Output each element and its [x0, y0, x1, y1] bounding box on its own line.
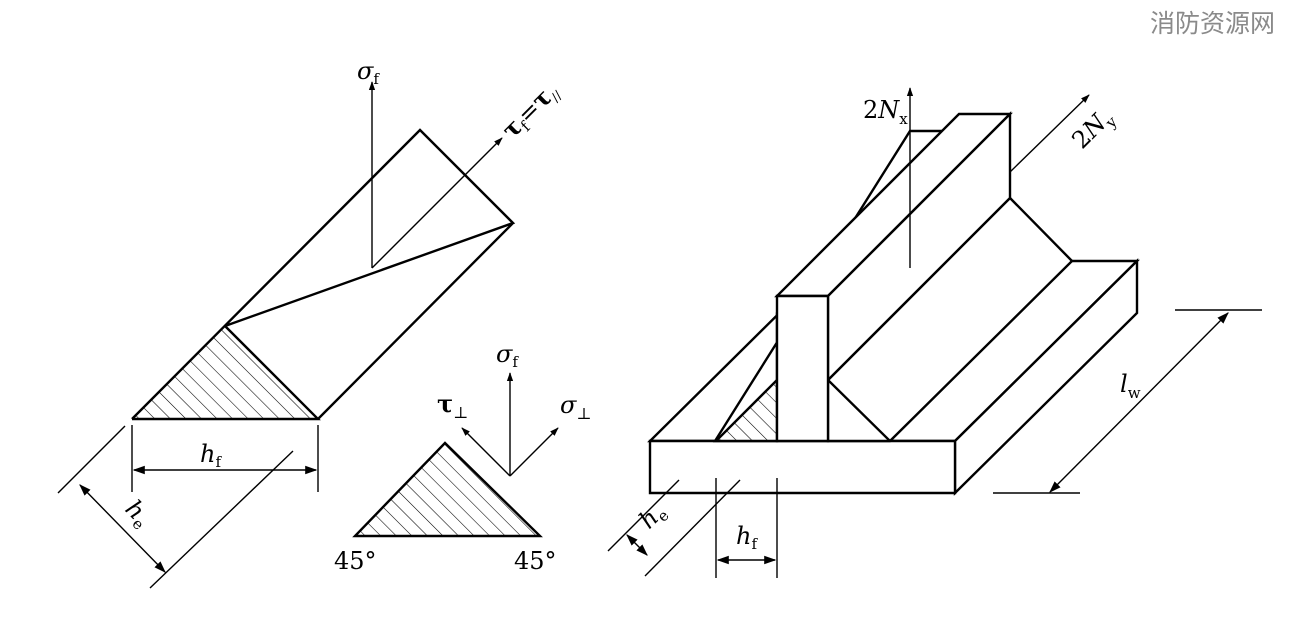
he-dim-line-right	[626, 534, 648, 556]
triangle-outline	[352, 441, 543, 538]
base-plate-front	[648, 439, 957, 495]
triangle-hatch	[355, 443, 540, 536]
svg-text:he: he	[633, 497, 672, 536]
tau-f-arrow	[371, 137, 503, 269]
ny-label: 2Ny	[1066, 102, 1121, 157]
angle-label-right: 45°	[514, 547, 557, 575]
watermark-text: 消防资源网	[1150, 9, 1275, 38]
hatched-weld-area	[132, 326, 318, 419]
lw-dim-line	[1049, 312, 1229, 493]
hf-label-left: hf	[200, 440, 222, 471]
ny-arrow	[1009, 94, 1090, 173]
lw-label: lw	[1120, 370, 1141, 402]
hf-label-right: hf	[736, 522, 758, 553]
he-dimension-left	[57, 425, 294, 589]
sigma-perp-arrow	[509, 427, 559, 477]
hf-dimension-right	[715, 478, 778, 578]
tau-f-parallel-label: τf=τ//	[496, 76, 566, 146]
weld-prism-outline	[131, 128, 516, 421]
he-dim-line	[79, 484, 166, 573]
sigma-f-label: σf	[357, 57, 380, 88]
web-plate-front	[775, 294, 830, 443]
stress-axes-left	[368, 81, 503, 269]
he-label-left: he	[118, 494, 157, 533]
tau-perp-arrow	[461, 427, 511, 477]
he-label-right: he	[633, 497, 672, 536]
svg-text:he: he	[118, 494, 157, 533]
t-joint-drawing	[647, 111, 1140, 496]
he-dimension-right	[607, 479, 741, 577]
sigma-perp-label: σ⊥	[560, 391, 591, 423]
hf-dimension-left	[131, 425, 319, 492]
stress-triangle	[352, 372, 559, 538]
lw-dimension	[993, 309, 1262, 494]
angle-label-left: 45°	[334, 547, 377, 575]
tau-perp-label: τ⊥	[437, 389, 468, 422]
sigma-f-label-mid: σf	[496, 340, 519, 371]
nx-label: 2Nx	[863, 96, 908, 128]
weld-section-left	[131, 128, 516, 421]
svg-text:2Ny: 2Ny	[1066, 102, 1121, 157]
svg-text:τf=τ//: τf=τ//	[496, 76, 566, 146]
